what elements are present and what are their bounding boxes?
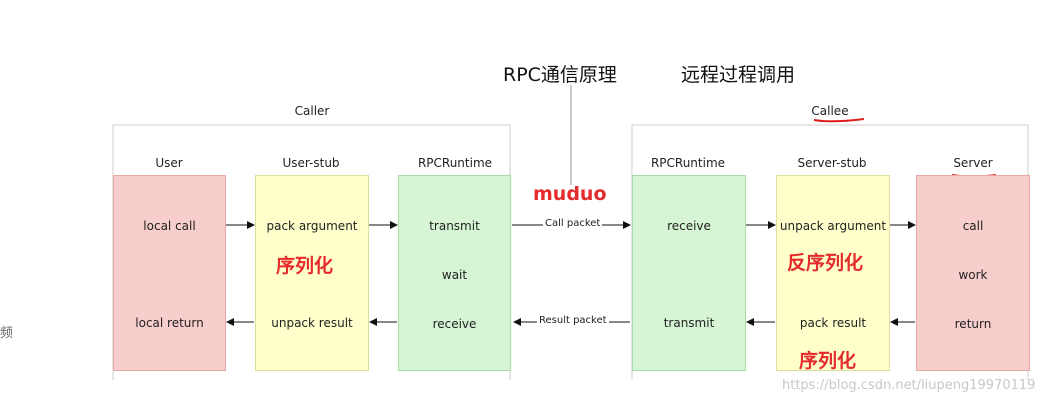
callee-label: Callee bbox=[811, 104, 849, 118]
unpack-result-text: unpack result bbox=[271, 316, 353, 330]
column-label-callee-runtime: RPCRuntime bbox=[650, 156, 726, 170]
wait-text: wait bbox=[441, 268, 468, 282]
server-box: call work return bbox=[916, 175, 1030, 371]
work-text: work bbox=[958, 268, 988, 282]
result-packet-label: Result packet bbox=[537, 315, 609, 326]
callee-runtime-box: receive transmit bbox=[632, 175, 746, 371]
user-stub-box: pack argument 序列化 unpack result bbox=[255, 175, 369, 371]
deserialize-annotation: 反序列化 bbox=[787, 252, 864, 274]
diagram-title: RPC通信原理 bbox=[503, 64, 617, 86]
callee-receive-text: receive bbox=[667, 219, 711, 233]
serialize-annotation: 序列化 bbox=[276, 255, 334, 277]
column-label-caller-runtime: RPCRuntime bbox=[417, 156, 493, 170]
column-label-server: Server bbox=[953, 156, 993, 170]
watermark-text: https://blog.csdn.net/liupeng19970119 bbox=[782, 378, 1036, 393]
serialize-annotation-callee: 序列化 bbox=[799, 350, 857, 372]
transmit-text: transmit bbox=[429, 219, 480, 233]
underline-callee bbox=[813, 118, 865, 123]
local-return-text: local return bbox=[135, 316, 204, 330]
unpack-argument-text: unpack argument bbox=[779, 219, 887, 233]
server-stub-box: unpack argument 反序列化 pack result 序列化 bbox=[776, 175, 890, 372]
column-label-server-stub: Server-stub bbox=[797, 156, 867, 170]
callee-transmit-text: transmit bbox=[663, 316, 715, 330]
pack-result-text: pack result bbox=[799, 316, 867, 330]
diagram-subtitle: 远程过程调用 bbox=[681, 64, 796, 86]
user-box: local call local return bbox=[113, 175, 226, 371]
caller-runtime-box: transmit wait receive bbox=[398, 175, 511, 371]
call-packet-label: Call packet bbox=[543, 218, 603, 229]
column-label-user-stub: User-stub bbox=[282, 156, 340, 170]
caller-label: Caller bbox=[294, 104, 330, 118]
local-call-text: local call bbox=[143, 219, 196, 233]
column-label-user: User bbox=[155, 156, 183, 170]
pack-argument-text: pack argument bbox=[266, 219, 358, 233]
receive-text: receive bbox=[432, 317, 477, 331]
muduo-annotation: muduo bbox=[533, 183, 607, 205]
left-edge-text: 频 bbox=[0, 326, 14, 341]
call-text: call bbox=[962, 219, 984, 233]
return-text: return bbox=[954, 317, 992, 331]
